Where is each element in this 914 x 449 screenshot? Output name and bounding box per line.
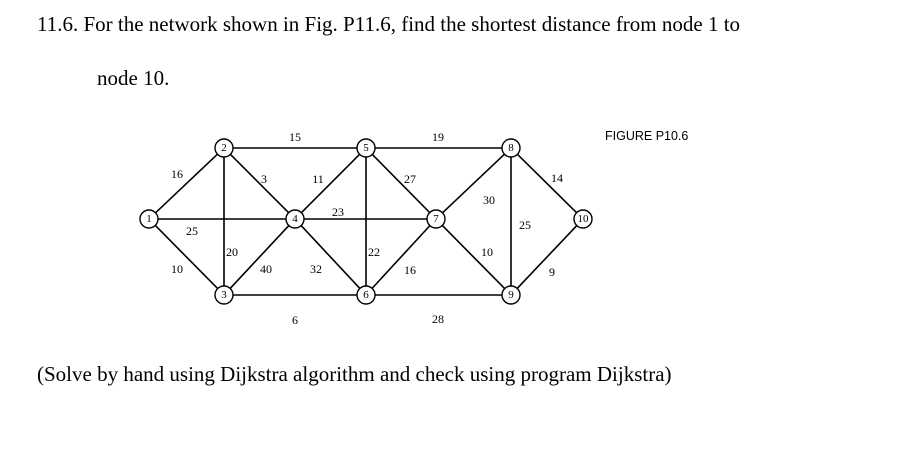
node-circle (214, 138, 234, 158)
node-label: 2 (221, 142, 227, 154)
node-9: 9 (501, 285, 521, 305)
node-circle (573, 209, 593, 229)
node-label: 3 (221, 289, 227, 301)
node-circle (139, 209, 159, 229)
node-10: 10 (573, 209, 593, 229)
edge-weight-label: 10 (481, 245, 493, 259)
node-label: 5 (363, 142, 369, 154)
problem-statement-line1: 11.6. For the network shown in Fig. P11.… (37, 12, 741, 36)
edge-weight-label: 27 (404, 172, 416, 186)
node-2: 2 (214, 138, 234, 158)
edge-weight-label: 40 (260, 262, 272, 276)
edge-weight-label: 25 (519, 218, 531, 232)
edge-1-2 (154, 153, 219, 214)
node-circle (501, 285, 521, 305)
edge-7-9 (441, 224, 506, 290)
edge-weight-label: 9 (549, 265, 555, 279)
edge-weight-label: 15 (289, 130, 301, 144)
node-7: 7 (426, 209, 446, 229)
edge-weight-label: 19 (432, 130, 444, 144)
edge-weight-label: 11 (312, 172, 324, 186)
edge-weight-label: 25 (186, 224, 198, 238)
node-8: 8 (501, 138, 521, 158)
edge-weight-label: 16 (171, 167, 183, 181)
edge-5-7 (371, 153, 431, 214)
edge-4-6 (300, 225, 361, 289)
node-3: 3 (214, 285, 234, 305)
edge-weight-label: 32 (310, 262, 322, 276)
node-label: 4 (292, 213, 298, 225)
edge-weight-label: 16 (404, 263, 416, 277)
node-circle (501, 138, 521, 158)
problem-statement-line2: node 10. (97, 66, 170, 90)
edge-4-5 (300, 153, 361, 214)
edge-7-8 (441, 153, 506, 214)
edge-1-3 (154, 224, 219, 290)
edge-9-10 (516, 224, 578, 290)
edges-layer (154, 147, 578, 296)
edge-8-10 (516, 153, 578, 214)
node-circle (426, 209, 446, 229)
edge-weight-label: 6 (292, 313, 298, 327)
figure-caption: FIGURE P10.6 (605, 129, 689, 143)
edge-weight-label: 22 (368, 245, 380, 259)
edge-weight-label: 20 (226, 245, 238, 259)
node-circle (356, 138, 376, 158)
edge-weight-label: 3 (261, 172, 267, 186)
node-circle (285, 209, 305, 229)
edge-weight-label: 28 (432, 312, 444, 326)
edge-2-4 (229, 153, 290, 214)
solve-instruction: (Solve by hand using Dijkstra algorithm … (37, 362, 672, 386)
node-4: 4 (285, 209, 305, 229)
node-label: 10 (578, 213, 590, 225)
edge-weight-label: 14 (551, 171, 563, 185)
node-label: 7 (433, 213, 439, 225)
node-6: 6 (356, 285, 376, 305)
node-circle (214, 285, 234, 305)
edge-6-7 (371, 225, 431, 289)
edge-weight-label: 23 (332, 205, 344, 219)
node-label: 1 (146, 213, 152, 225)
edge-weight-label: 30 (483, 193, 495, 207)
node-label: 8 (508, 142, 514, 154)
node-1: 1 (139, 209, 159, 229)
node-label: 6 (363, 289, 369, 301)
edge-3-4 (229, 225, 290, 289)
node-circle (356, 285, 376, 305)
edge-weight-label: 10 (171, 262, 183, 276)
node-label: 9 (508, 289, 514, 301)
node-5: 5 (356, 138, 376, 158)
